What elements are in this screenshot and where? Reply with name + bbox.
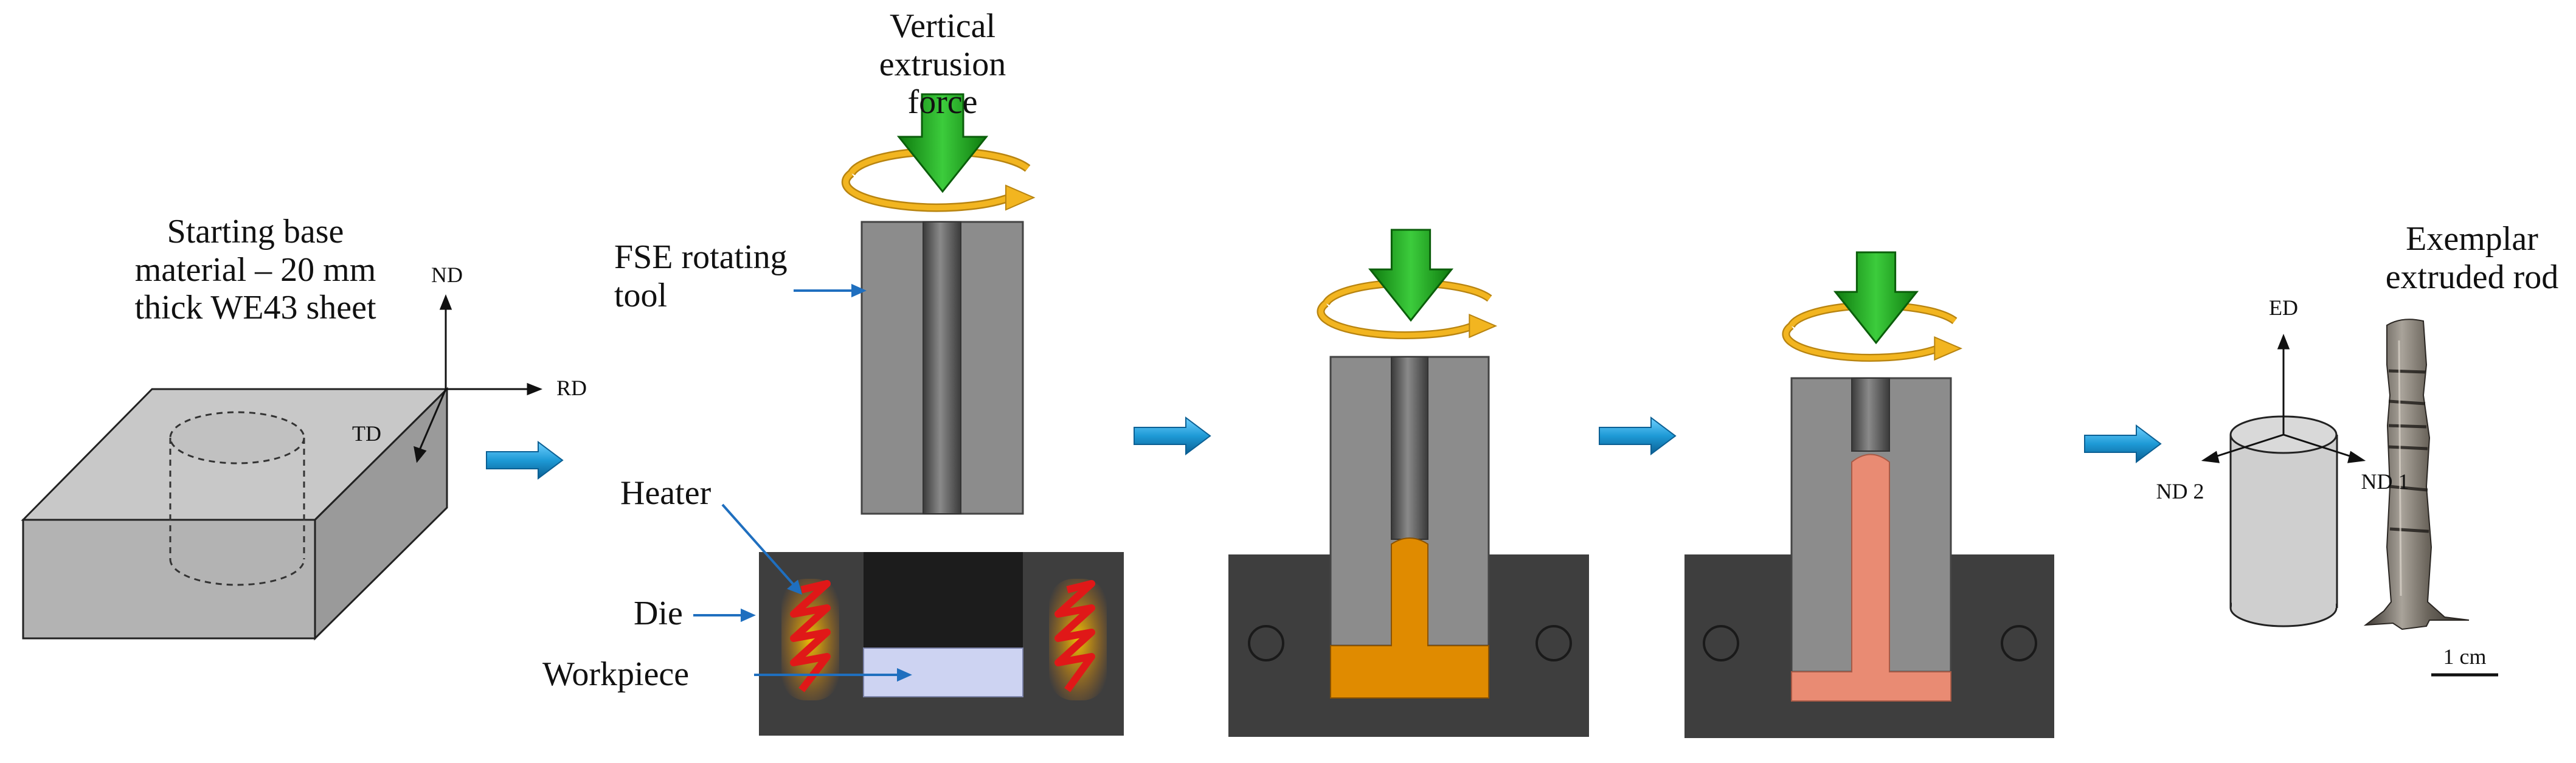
rod-axes-cylinder [2201, 333, 2366, 627]
process-arrow-icon [1134, 416, 1211, 455]
axis-ed-label: ED [2269, 295, 2298, 320]
heater-coil-right [1049, 579, 1107, 700]
label-pointers [693, 283, 912, 682]
process-arrows [486, 416, 2162, 480]
tool-bore [1391, 356, 1428, 540]
force-title: Vertical extrusion force [879, 7, 1006, 122]
tool-bore [923, 221, 961, 514]
heater-coil-left [781, 579, 839, 700]
axis-td-label: TD [352, 421, 381, 446]
process-arrow-icon [2084, 424, 2162, 463]
sheet-cylinder [169, 411, 305, 586]
scale-label: 1 cm [2443, 644, 2487, 669]
extruded-material [1791, 454, 1951, 702]
force-arrow-icon [1833, 251, 1919, 345]
stage-4-extrude [1684, 377, 2054, 738]
die-cavity [864, 552, 1023, 648]
tool-bore [1851, 378, 1890, 452]
rotation-arrow-icon [841, 170, 1036, 212]
rotation-arrow-icon [1782, 322, 1963, 362]
force-arrows [841, 93, 1963, 362]
force-arrow-icon [1368, 229, 1454, 322]
axis-nd1-label: ND 1 [2361, 469, 2409, 494]
process-arrow-icon [486, 441, 564, 480]
rotation-arrow-icon [1317, 300, 1498, 339]
extruded-rod-photo [2363, 319, 2498, 677]
process-arrow-icon [1599, 416, 1677, 455]
rod-title: Exemplar extruded rod [2385, 220, 2559, 296]
heater-label: Heater [620, 474, 712, 512]
sheet-axes [414, 294, 543, 463]
axis-nd2-label: ND 2 [2156, 479, 2204, 503]
axis-rd-label: RD [556, 376, 587, 400]
stage-3-plunge [1228, 356, 1589, 737]
stage-2-setup [693, 221, 1124, 736]
workpiece [863, 647, 1023, 697]
axis-nd-label: ND [431, 263, 463, 287]
force-arrow-icon [896, 93, 989, 193]
extruded-material [1330, 537, 1489, 699]
base-material-label: Starting base material – 20 mm thick WE4… [134, 213, 376, 327]
tool-label: FSE rotating tool [614, 238, 788, 314]
die-label: Die [634, 595, 683, 632]
workpiece-label: Workpiece [542, 655, 690, 693]
base-sheet [21, 294, 543, 641]
